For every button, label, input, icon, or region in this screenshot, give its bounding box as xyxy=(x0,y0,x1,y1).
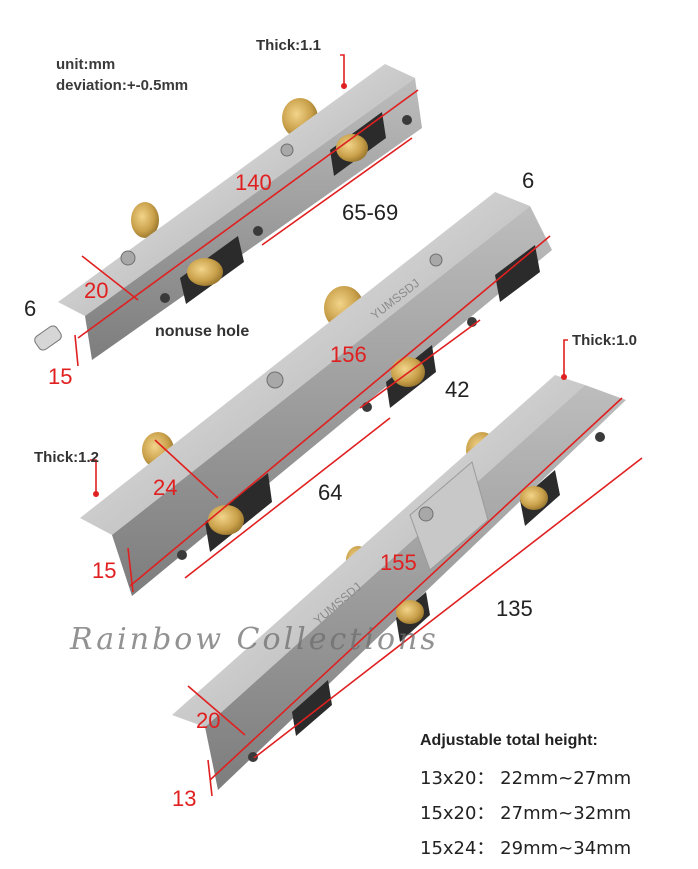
unit-label: unit:mm xyxy=(56,56,116,73)
marker-dot xyxy=(341,83,347,89)
roller-body-side xyxy=(112,206,552,596)
dim-line-20-r3 xyxy=(187,685,246,736)
brass-wheel xyxy=(520,486,548,510)
nonuse-hole-label: nonuse hole xyxy=(155,323,249,340)
roller-body-top xyxy=(80,192,530,535)
leader-thick-10 xyxy=(563,339,568,376)
dim-label-155: 155 xyxy=(380,550,417,575)
dim-label-20-r3: 20 xyxy=(196,708,220,733)
axle xyxy=(34,325,62,351)
height-row: 15x24： 29mm~34mm xyxy=(420,838,632,859)
wheel-window xyxy=(292,680,332,736)
dim-label-6-r1: 6 xyxy=(24,296,36,321)
dim-label-64: 64 xyxy=(318,480,342,505)
dim-line-15-r2 xyxy=(127,547,134,593)
dim-label-156: 156 xyxy=(330,342,367,367)
dim-label-15-r1: 15 xyxy=(48,364,72,389)
roller-body-top xyxy=(58,64,415,316)
brass-wheel xyxy=(131,202,159,238)
dim-label-15-r2: 15 xyxy=(92,558,116,583)
rivet xyxy=(266,371,284,389)
dim-label-6-r2: 6 xyxy=(522,168,534,193)
rivet xyxy=(120,250,136,266)
brass-wheel xyxy=(208,505,244,535)
thick-label-12: Thick:1.2 xyxy=(34,449,99,466)
thick-label-10: Thick:1.0 xyxy=(572,332,637,349)
leader-thick-12 xyxy=(90,459,97,492)
height-row: 15x20： 27mm~32mm xyxy=(420,803,632,824)
watermark: Rainbow Collections xyxy=(70,622,439,657)
screw-hole xyxy=(160,293,170,303)
dimension-lines xyxy=(74,54,643,797)
screw-hole xyxy=(402,115,412,125)
rivet xyxy=(418,506,434,522)
brass-wheel xyxy=(187,258,223,286)
screw-hole xyxy=(248,752,258,762)
marker-dot xyxy=(561,374,567,380)
rivet xyxy=(280,143,294,157)
dim-line-15-r1 xyxy=(74,334,79,367)
dim-label-140: 140 xyxy=(235,170,272,195)
brass-wheel xyxy=(396,600,424,624)
roller-3: YUMSSDJ xyxy=(172,375,626,790)
marker-dot xyxy=(93,491,99,497)
screw-hole xyxy=(253,226,263,236)
dim-line-64 xyxy=(184,417,391,579)
unit-info: unit:mm deviation:+-0.5mm xyxy=(56,56,188,94)
dim-label-65-69: 65-69 xyxy=(342,200,398,225)
dim-line-24 xyxy=(154,439,219,499)
height-table: Adjustable total height: 13x20： 22mm~27m… xyxy=(420,732,690,869)
dim-label-24: 24 xyxy=(153,475,177,500)
slider-plate xyxy=(409,461,489,571)
height-table-title: Adjustable total height: xyxy=(420,732,598,749)
dim-label-13: 13 xyxy=(172,786,196,811)
wheel-window xyxy=(495,245,540,302)
height-row: 13x20： 22mm~27mm xyxy=(420,768,632,789)
deviation-label: deviation:+-0.5mm xyxy=(56,77,189,94)
brass-wheel xyxy=(336,134,368,162)
dim-line-156 xyxy=(129,235,551,587)
dim-line-65-69 xyxy=(261,137,413,246)
thick-label-top: Thick:1.1 xyxy=(256,37,321,54)
dim-line-13 xyxy=(207,759,213,797)
roller-body-side xyxy=(205,385,626,790)
dim-label-20-r1: 20 xyxy=(84,278,108,303)
roller-body-top xyxy=(172,375,585,727)
dim-line-20-r1 xyxy=(81,255,139,301)
dim-line-135 xyxy=(253,457,643,759)
rivet xyxy=(429,253,443,267)
dim-label-135: 135 xyxy=(496,596,533,621)
dim-line-42 xyxy=(359,319,481,409)
screw-hole xyxy=(177,550,187,560)
dim-label-42: 42 xyxy=(445,377,469,402)
leader-thick-top xyxy=(340,54,345,84)
dim-line-155 xyxy=(209,397,623,781)
screw-hole xyxy=(595,432,605,442)
